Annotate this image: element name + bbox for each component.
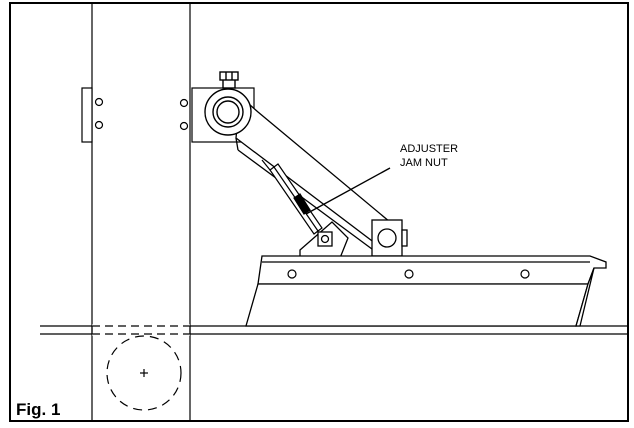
lower-bracket [299, 219, 408, 259]
adjuster-rod [261, 159, 323, 235]
blade-holes [287, 269, 530, 279]
pivot-hub [204, 71, 252, 136]
callout-line-2: JAM NUT [400, 157, 448, 169]
vertical-posts [91, 3, 191, 421]
blade-rail [245, 255, 607, 327]
figure-label: Fig. 1 [16, 400, 60, 419]
callout-line-1: ADJUSTER [400, 143, 458, 155]
left-hinge-bracket [81, 87, 104, 143]
outer-frame [9, 2, 629, 422]
dashed-wheel [91, 324, 191, 411]
callout-leader-line [305, 167, 391, 215]
